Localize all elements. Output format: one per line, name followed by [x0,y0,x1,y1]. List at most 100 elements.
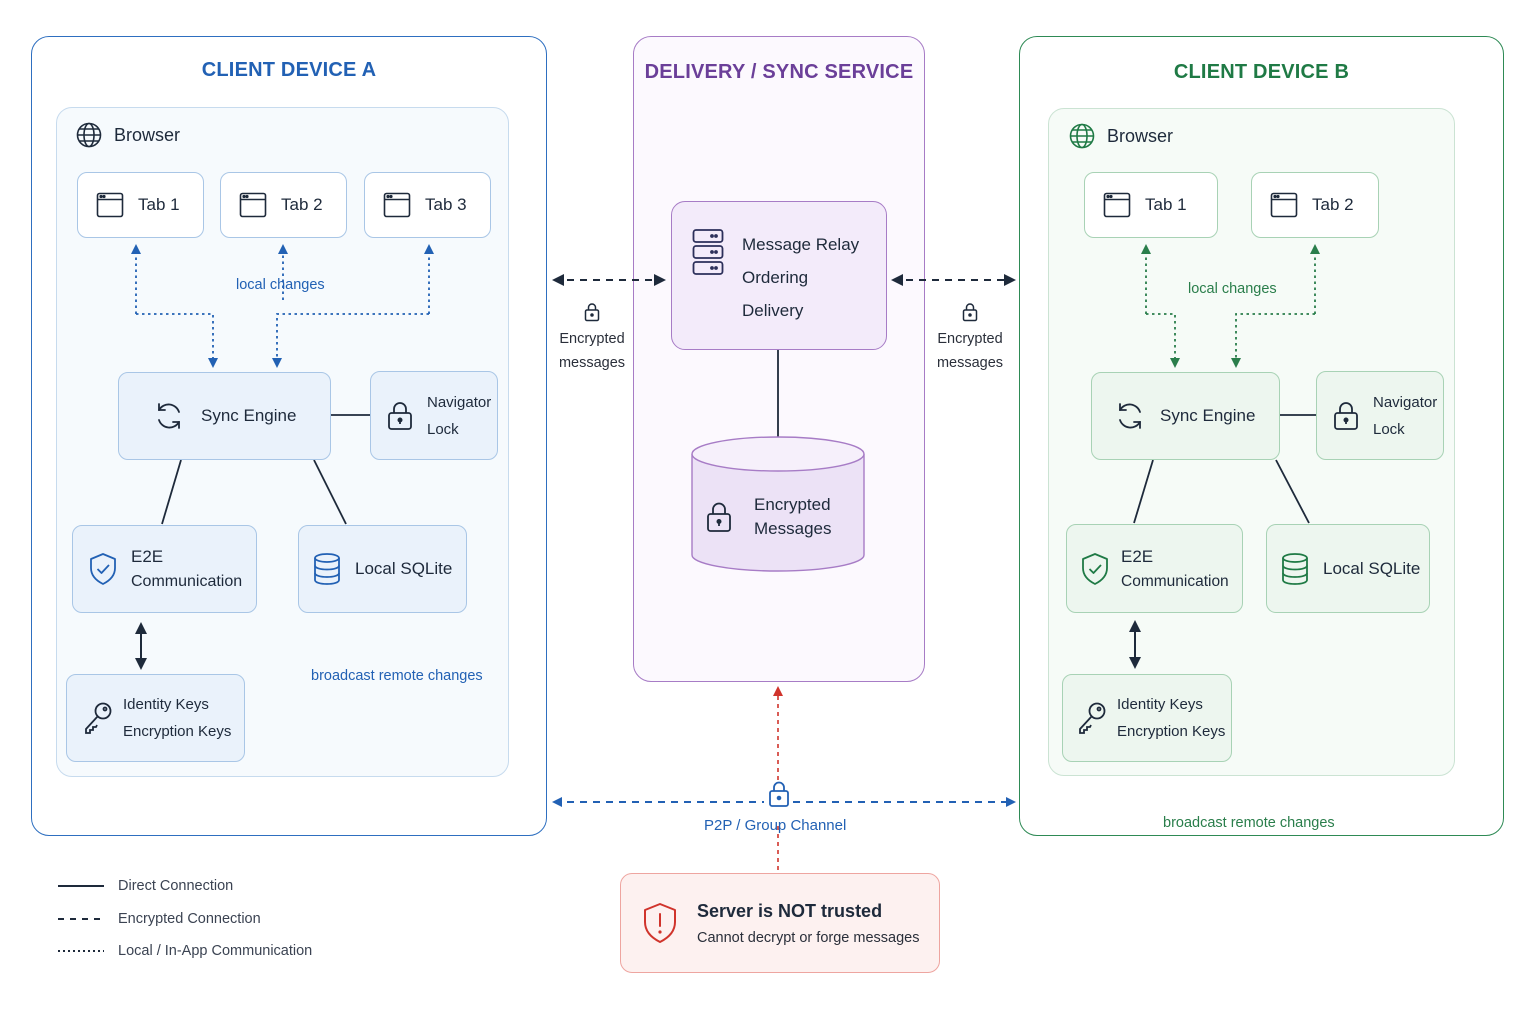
browser-label-b: Browser [1069,123,1173,149]
e2e-label-line1: E2E [1121,546,1154,566]
globe-icon [1069,123,1095,149]
trust-subtitle: Cannot decrypt or forge messages [697,929,920,946]
lock-icon [387,401,413,431]
identity-keys-label: Identity Keys [123,696,209,713]
shield-check-icon [1081,552,1109,586]
tab-label: Tab 1 [1145,195,1187,214]
sqlite-label: Local SQLite [355,559,453,578]
globe-icon [76,122,102,148]
sqlite-label: Local SQLite [1323,558,1421,578]
navigator-lock-line1: Navigator [1373,393,1438,411]
keys-b[interactable]: Identity Keys Encryption Keys [1062,674,1232,762]
local-changes-label-a: local changes [236,277,325,293]
legend-dotted-line [58,950,104,952]
legend-encrypted: Encrypted Connection [58,911,261,927]
key-icon [83,701,113,735]
browser-label-text: Browser [114,124,181,145]
browser-window-icon [1270,191,1298,219]
p2p-channel-label: P2P / Group Channel [704,817,847,834]
encrypted-label-2: messages [936,355,1004,371]
browser-window-icon [239,191,267,219]
navigator-lock-a[interactable]: Navigator Lock [370,371,498,460]
tab-2-b[interactable]: Tab 2 [1251,172,1379,238]
encryption-keys-label: Encryption Keys [1117,723,1226,740]
tab-label: Tab 2 [1312,195,1354,214]
tab-label: Tab 2 [281,195,323,214]
encrypted-link-left: Encrypted messages [552,302,632,375]
legend-direct: Direct Connection [58,878,233,894]
keys-a[interactable]: Identity Keys Encryption Keys [66,674,245,762]
sync-icon [153,400,185,432]
legend-encrypted-label: Encrypted Connection [118,911,261,927]
encrypted-label-1: Encrypted [937,331,1003,347]
local-changes-label-b: local changes [1188,281,1277,297]
client-device-a-title: CLIENT DEVICE A [201,59,377,81]
identity-keys-label: Identity Keys [1117,696,1203,713]
sync-service-title: DELIVERY / SYNC SERVICE [644,61,914,83]
sync-engine-label: Sync Engine [1160,406,1256,425]
e2e-communication-b[interactable]: E2E Communication [1066,524,1243,613]
browser-window-icon [383,191,411,219]
tab-3-a[interactable]: Tab 3 [364,172,491,238]
message-relay-box[interactable]: Message Relay Ordering Delivery [671,201,887,350]
navigator-lock-b[interactable]: Navigator Lock [1316,371,1444,460]
relay-line3: Delivery [742,301,804,320]
encrypted-link-right: Encrypted messages [930,302,1010,375]
local-sqlite-a[interactable]: Local SQLite [298,525,467,613]
legend-solid-line [58,885,104,887]
tab-label: Tab 3 [425,195,467,214]
server-icon [692,228,724,276]
relay-line1: Message Relay [742,235,860,254]
sync-engine-a[interactable]: Sync Engine [118,372,331,460]
legend-local: Local / In-App Communication [58,943,312,959]
browser-window-icon [96,191,124,219]
p2p-lock [767,780,791,808]
store-line1: Encrypted [754,495,831,514]
broadcast-label-b: broadcast remote changes [1163,815,1335,831]
database-icon [1281,552,1309,586]
encrypted-messages-db [691,436,865,572]
lock-icon [962,302,978,322]
sync-icon [1114,400,1146,432]
encrypted-messages-store[interactable]: Encrypted Messages [706,493,831,541]
local-sqlite-b[interactable]: Local SQLite [1266,524,1430,613]
e2e-label-line1: E2E [131,547,164,566]
database-icon [313,552,341,586]
lock-icon [584,302,600,322]
e2e-label-line2: Communication [131,573,243,590]
lock-icon [1333,401,1359,431]
lock-icon [706,501,732,533]
e2e-label-line2: Communication [1121,572,1229,590]
legend-direct-label: Direct Connection [118,878,234,894]
sync-engine-b[interactable]: Sync Engine [1091,372,1280,460]
navigator-lock-line2: Lock [1373,420,1405,438]
tab-label: Tab 1 [138,195,180,214]
tab-1-a[interactable]: Tab 1 [77,172,204,238]
e2e-communication-a[interactable]: E2E Communication [72,525,257,613]
encrypted-label-2: messages [558,355,626,371]
encryption-keys-label: Encryption Keys [123,723,232,740]
navigator-lock-line1: Navigator [427,393,492,411]
browser-window-icon [1103,191,1131,219]
relay-line2: Ordering [742,268,809,287]
tab-1-b[interactable]: Tab 1 [1084,172,1218,238]
browser-label-a: Browser [76,122,180,148]
sync-engine-label: Sync Engine [201,406,297,425]
key-icon [1077,701,1107,735]
sync-service-panel: DELIVERY / SYNC SERVICE [633,36,925,682]
legend-dashed-line [58,918,104,920]
navigator-lock-line2: Lock [427,420,459,438]
trust-title: Server is NOT trusted [697,900,883,921]
store-line2: Messages [754,519,832,538]
server-not-trusted-box: Server is NOT trusted Cannot decrypt or … [620,873,940,973]
shield-alert-icon [643,902,677,944]
shield-check-icon [89,552,117,586]
lock-icon [768,780,790,808]
broadcast-label-a: broadcast remote changes [311,668,483,684]
encrypted-label-1: Encrypted [559,331,625,347]
legend-local-label: Local / In-App Communication [118,943,313,959]
client-device-b-title: CLIENT DEVICE B [1173,61,1350,83]
browser-label-text: Browser [1107,125,1174,146]
tab-2-a[interactable]: Tab 2 [220,172,347,238]
